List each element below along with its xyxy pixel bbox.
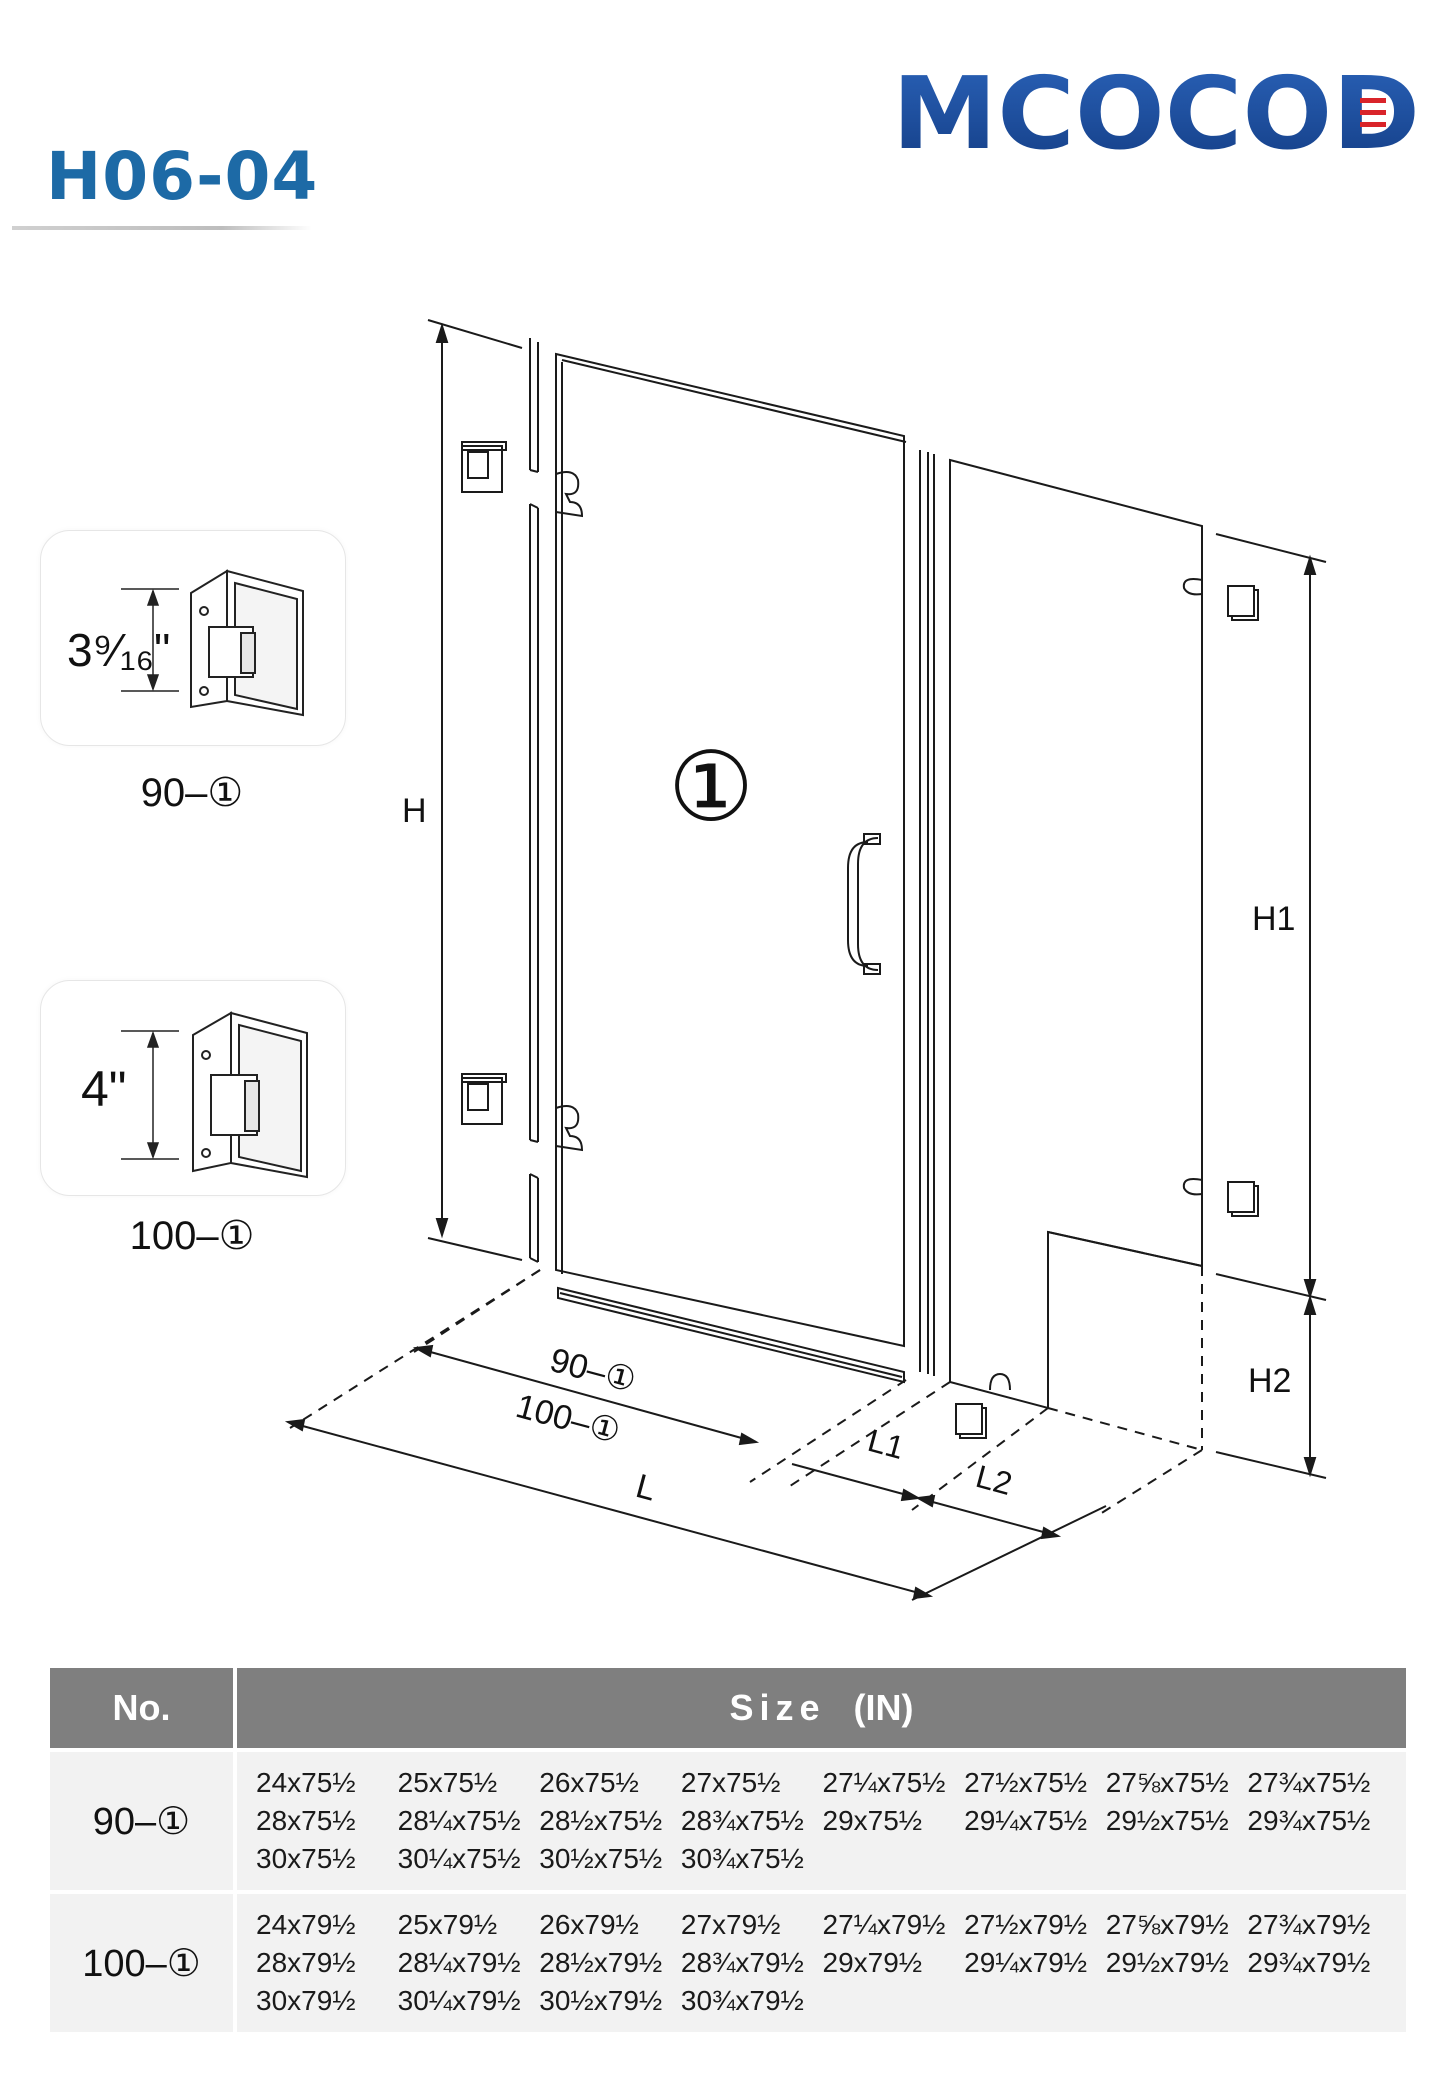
size-value: 30x79½: [256, 1985, 356, 2016]
size-value: 29x75½: [822, 1805, 923, 1836]
size-value: 28½x75½: [539, 1805, 663, 1836]
door-handle-icon: [847, 833, 881, 975]
hinge-label-90: 90–①: [140, 771, 244, 815]
hinge-label-100: 100–①: [129, 1214, 255, 1258]
size-value: 27⅝x75½: [1105, 1767, 1229, 1798]
dimension-width-door-line: [415, 1347, 757, 1443]
size-value: 27¾x79½: [1247, 1909, 1371, 1940]
size-value: 24x79½: [256, 1909, 356, 1940]
size-value: 30½x75½: [539, 1843, 663, 1874]
size-value: 28¼x79½: [397, 1947, 521, 1978]
size-value: 27½x75½: [964, 1767, 1088, 1798]
label-l: L: [632, 1467, 660, 1509]
size-value: 30¾x75½: [680, 1843, 804, 1874]
size-value: 29¼x79½: [964, 1947, 1088, 1978]
wall-clamp-lower-icon: [1227, 1181, 1259, 1217]
size-value: 27⅝x79½: [1105, 1909, 1229, 1940]
table-row: 90–① 24x75½ 25x75½ 26x75½ 27x75½ 27¼x75½ 27½x…: [50, 1748, 1406, 1892]
size-value: 26x75½: [539, 1767, 639, 1798]
size-value: 30¼x79½: [397, 1985, 521, 2016]
row-no: 90–①: [50, 1748, 237, 1892]
size-value: 25x79½: [397, 1909, 498, 1940]
hinge-dimension-100: 4": [81, 1061, 127, 1117]
table-header-row: No. Size (IN): [50, 1668, 1406, 1750]
label-width-100: 100–①: [512, 1387, 624, 1451]
hinge-card-90: 3⁹⁄₁₆": [40, 530, 346, 746]
wall-hinge-top-icon: [461, 441, 507, 493]
brand-logo: MCOCOD: [892, 60, 1420, 170]
dimension-l-line: [287, 1421, 931, 1597]
floor-clamp-icon: [955, 1403, 987, 1439]
wall-hinge-bottom-icon: [461, 1073, 507, 1125]
size-grid: 24x75½ 25x75½ 26x75½ 27x75½ 27¼x75½ 27½x75½ 27…: [238, 1753, 1405, 1889]
row-no: 100–①: [50, 1890, 237, 2032]
dimension-l1-line: [791, 1463, 919, 1499]
hinge-card-100: 4": [40, 980, 346, 1196]
header-size-unit: (IN): [853, 1687, 914, 1728]
model-code: H06-04: [46, 138, 319, 215]
dimension-arrow-icon: [121, 588, 179, 692]
size-value: 26x79½: [539, 1909, 639, 1940]
label-l1: L1: [864, 1422, 908, 1466]
label-h2: H2: [1248, 1362, 1291, 1400]
size-value: 27½x79½: [964, 1909, 1088, 1940]
size-value: 29½x79½: [1105, 1947, 1229, 1978]
size-value: 28½x79½: [539, 1947, 663, 1978]
size-value: 27x75½: [680, 1767, 781, 1798]
size-value: 30x75½: [256, 1843, 356, 1874]
size-value: 29x79½: [822, 1947, 923, 1978]
size-value: 29¼x75½: [964, 1805, 1088, 1836]
size-value: 29½x75½: [1105, 1805, 1229, 1836]
model-underline: [12, 226, 312, 230]
size-value: 28¾x75½: [680, 1805, 804, 1836]
header-size: Size (IN): [235, 1668, 1406, 1750]
size-value: 30¾x79½: [680, 1985, 804, 2016]
brand-red-stripes: [1360, 98, 1386, 127]
size-value: 27x79½: [680, 1909, 781, 1940]
panel-number: ①: [668, 734, 754, 841]
size-grid: 24x79½ 25x79½ 26x79½ 27x79½ 27¼x79½ 27½x79½ 27…: [238, 1895, 1405, 2031]
wall-clamp-upper-icon: [1227, 585, 1259, 621]
size-value: 29¾x75½: [1247, 1805, 1371, 1836]
label-h1: H1: [1252, 900, 1295, 938]
size-value: 27¾x75½: [1247, 1767, 1371, 1798]
hinge-icon: [192, 1011, 308, 1179]
size-value: 27¼x75½: [822, 1767, 946, 1798]
header-no: No.: [50, 1668, 237, 1750]
size-value: 25x75½: [397, 1767, 498, 1798]
size-value: 24x75½: [256, 1767, 356, 1798]
dimension-l2-line: [917, 1497, 1059, 1537]
door-panel: [555, 352, 905, 1348]
fixed-panel: [949, 458, 1203, 1410]
label-width-90: 90–①: [546, 1341, 640, 1400]
size-table: No. Size (IN) 90–① 24x75½ 25x75½ 26x75½ 27x7…: [50, 1668, 1406, 2032]
row-sizes: 24x75½ 25x75½ 26x75½ 27x75½ 27¼x75½ 27½x75½ 27…: [235, 1748, 1406, 1892]
label-h: H: [402, 792, 427, 830]
dimension-arrow-icon: [121, 1030, 179, 1160]
brand-wordmark: MCOCOD: [892, 60, 1420, 170]
size-value: 28x75½: [256, 1805, 356, 1836]
size-value: 28¾x79½: [680, 1947, 804, 1978]
table-row: 100–① 24x79½ 25x79½ 26x79½ 27x79½ 27¼x79½ 27½…: [50, 1890, 1406, 2032]
shower-door-diagram: H H1 H2 ① 90–① 100–① L L1 L2: [284, 319, 1327, 1601]
size-value: 29¾x79½: [1247, 1947, 1371, 1978]
size-value: 28x79½: [256, 1947, 356, 1978]
size-value: 30¼x75½: [397, 1843, 521, 1874]
header-size-label: Size: [729, 1687, 826, 1728]
label-l2: L2: [972, 1458, 1016, 1502]
row-sizes: 24x79½ 25x79½ 26x79½ 27x79½ 27¼x79½ 27½x79½ 27…: [235, 1890, 1406, 2032]
size-value: 27¼x79½: [822, 1909, 946, 1940]
size-value: 28¼x75½: [397, 1805, 521, 1836]
size-value: 30½x79½: [539, 1985, 663, 2016]
hinge-icon: [190, 569, 304, 717]
